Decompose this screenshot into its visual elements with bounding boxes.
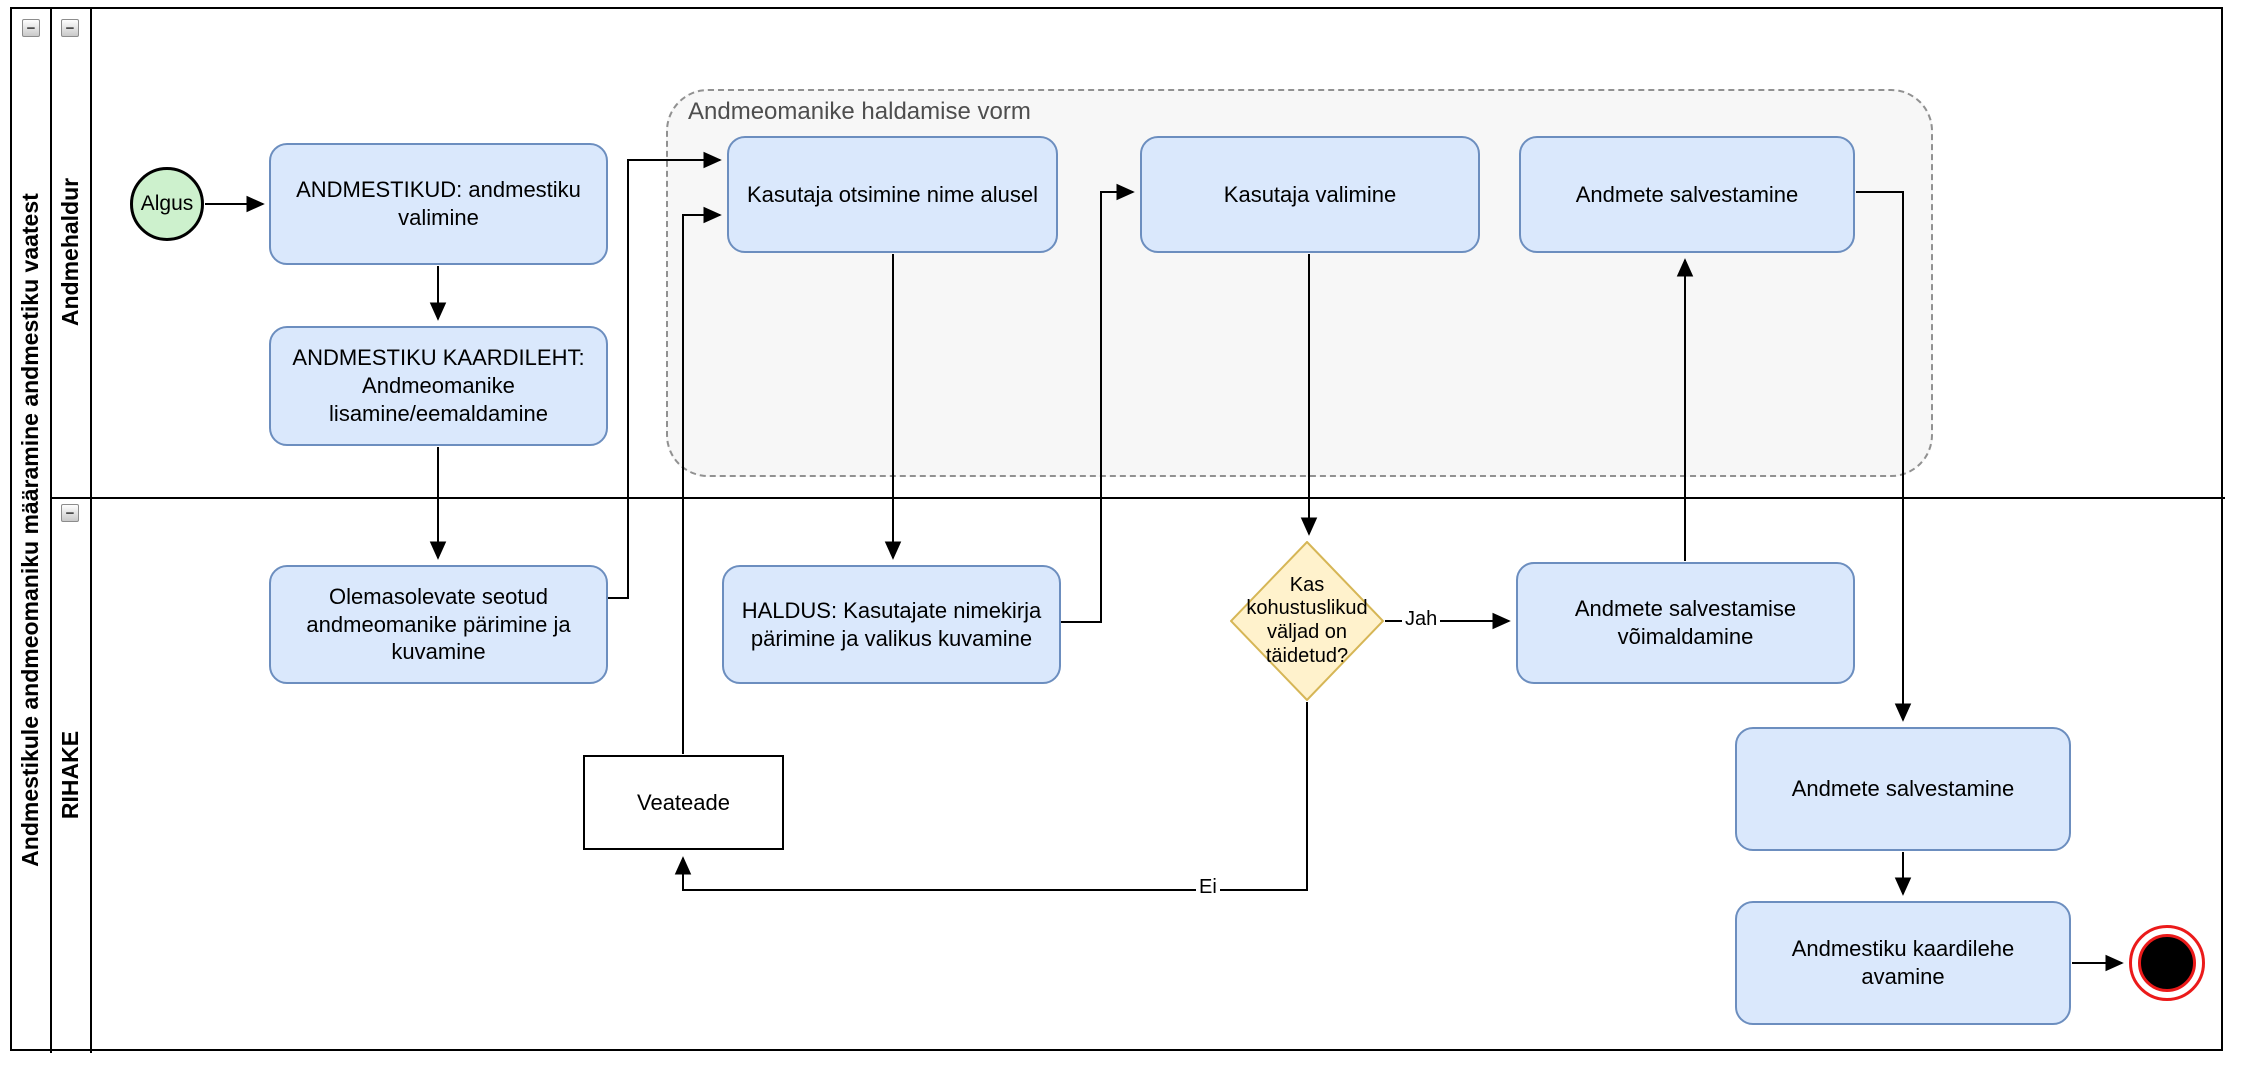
minus-icon: −	[65, 504, 75, 522]
gateway-kohustuslikud-valjad[interactable]: Kas kohustuslikud väljad on täidetud?	[1230, 541, 1384, 701]
start-event[interactable]: Algus	[130, 167, 204, 241]
task-andmestikud-valimine[interactable]: ANDMESTIKUD: andmestiku valimine	[269, 143, 608, 265]
pool-title-column-divider	[50, 7, 52, 1053]
group-label: Andmeomanike haldamise vorm	[688, 98, 1031, 125]
task-kasutaja-otsimine[interactable]: Kasutaja otsimine nime alusel	[727, 136, 1058, 253]
minus-icon: −	[65, 19, 75, 37]
minus-icon: −	[26, 19, 36, 37]
edge-label-jah: Jah	[1402, 608, 1441, 630]
task-kaardilehe-avamine[interactable]: Andmestiku kaardilehe avamine	[1735, 901, 2071, 1025]
task-kaardileht-andmeomanike[interactable]: ANDMESTIKU KAARDILEHT: Andmeomanike lisa…	[269, 326, 608, 446]
lane-label-column-divider	[90, 7, 92, 1053]
task-olemasolevate-parimine[interactable]: Olemasolevate seotud andmeomanike pärimi…	[269, 565, 608, 684]
gateway-diamond-shape	[1230, 541, 1384, 701]
edge-label-ei: Ei	[1196, 876, 1220, 898]
edge-gateway-ei-to-veateade	[674, 702, 1308, 891]
end-event-core	[2138, 934, 2196, 992]
task-salvestamise-voimaldamine[interactable]: Andmete salvestamise võimaldamine	[1516, 562, 1855, 684]
box-veateade[interactable]: Veateade	[583, 755, 784, 850]
lane-andmehaldur-collapse-button[interactable]: −	[61, 19, 79, 37]
edge-haldus-to-valimine	[1061, 183, 1135, 623]
pool-collapse-button[interactable]: −	[22, 19, 40, 37]
end-event[interactable]	[2129, 925, 2205, 1001]
start-event-label: Algus	[140, 192, 194, 215]
edge-olemasolevate-to-otsimine	[608, 151, 722, 599]
lane-divider	[50, 497, 2225, 499]
lane-rihake-collapse-button[interactable]: −	[61, 504, 79, 522]
task-haldus-nimekirja[interactable]: HALDUS: Kasutajate nimekirja pärimine ja…	[722, 565, 1061, 684]
edge-salvestamine-vorm-to-salvestamine	[1856, 191, 1912, 722]
gateway-label: Kas kohustuslikud väljad on täidetud?	[1246, 573, 1368, 667]
task-andmete-salvestamine[interactable]: Andmete salvestamine	[1735, 727, 2071, 851]
edge-veateade-to-otsimine	[682, 206, 722, 754]
task-andmete-salvestamine-vorm[interactable]: Andmete salvestamine	[1519, 136, 1855, 253]
task-kasutaja-valimine[interactable]: Kasutaja valimine	[1140, 136, 1480, 253]
